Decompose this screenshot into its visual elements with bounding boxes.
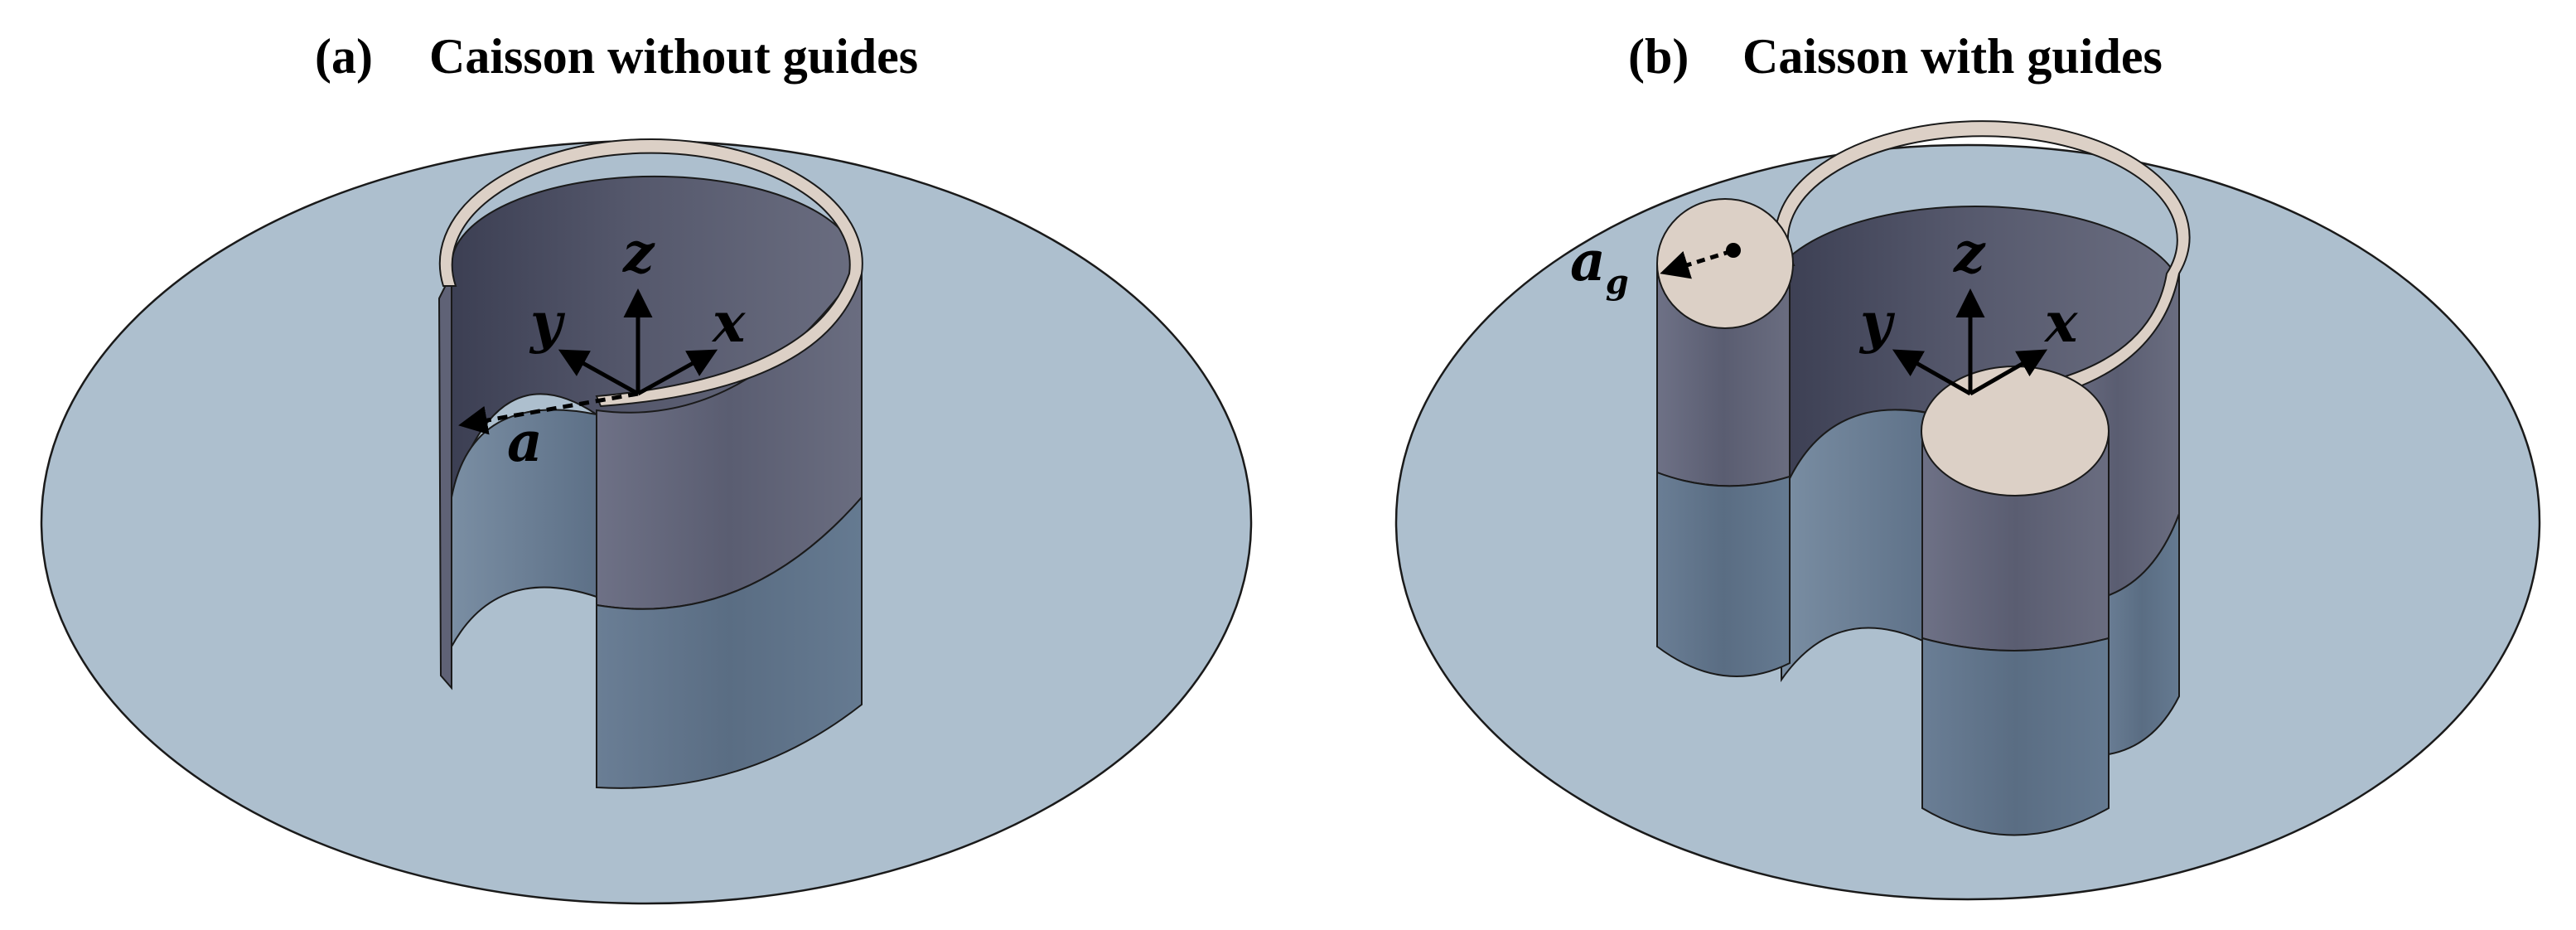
panel-a-title: Caisson without guides	[429, 29, 918, 84]
axes-a	[458, 288, 718, 435]
guide-left-top	[1656, 198, 1794, 329]
panel-b: (b) Caisson with guides z	[1394, 29, 2541, 901]
guide-radius-label: ag	[1570, 229, 1629, 302]
axis-b-x-label: x	[2043, 290, 2078, 355]
radius-a-label: a	[507, 409, 543, 474]
caisson-a-left-edge	[437, 273, 452, 690]
guide-front-body-below	[1921, 637, 2110, 836]
axis-a-z-label: z	[622, 220, 655, 285]
guide-radius-indicator	[1660, 243, 1741, 279]
guide-front-top	[1921, 366, 2110, 496]
panel-b-title: Caisson with guides	[1742, 29, 2163, 84]
caisson-a-rim	[438, 138, 863, 408]
axis-b-y-label: y	[1858, 290, 1896, 355]
panel-a: (a) Caisson without guides z y x a	[40, 29, 1253, 905]
guide-left-body-below	[1656, 471, 1791, 677]
guide-radius-label-subscript: g	[1606, 263, 1629, 302]
axes-b	[1892, 288, 2048, 396]
caisson-b-right-wall-below	[2103, 513, 2180, 756]
axis-b-z-label: z	[1953, 220, 1986, 285]
caisson-a-front-wall-below	[596, 495, 863, 789]
guide-radius-label-base: a	[1570, 229, 1606, 293]
panel-a-tag: (a)	[315, 29, 373, 84]
axis-a-y-label: y	[529, 290, 566, 355]
axis-a-x-label: x	[711, 290, 746, 355]
panel-b-tag: (b)	[1628, 29, 1689, 84]
